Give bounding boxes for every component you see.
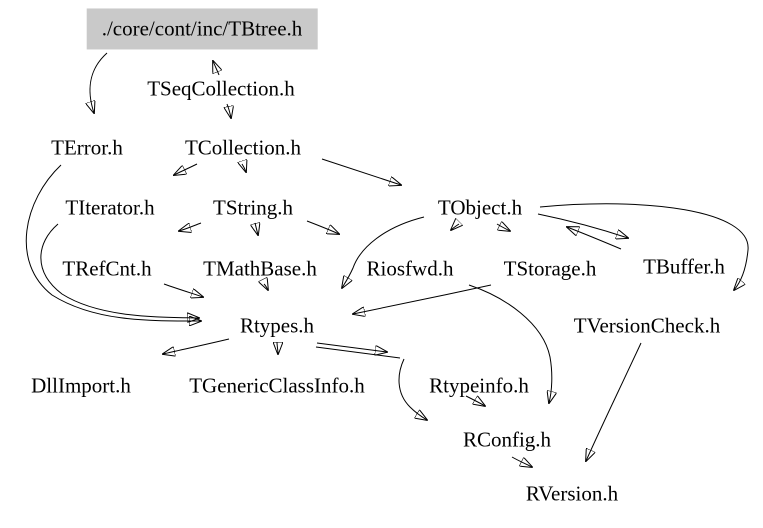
edge-riosfwd-to-rconfig — [468, 284, 552, 403]
node-rversion[interactable]: RVersion.h — [525, 481, 619, 506]
edge-tmathbase-to-rtypes — [264, 284, 268, 290]
node-rconfig[interactable]: RConfig.h — [462, 427, 552, 452]
node-rtypeinfo[interactable]: Rtypeinfo.h — [429, 373, 529, 398]
node-titerator[interactable]: TIterator.h — [65, 195, 155, 220]
edge-rtypes-to-dllimport — [163, 338, 230, 354]
edge-tcollection-to-tobject — [321, 158, 401, 185]
edge-tversioncheck-to-rversion — [586, 342, 642, 461]
node-tmathbase[interactable]: TMathBase.h — [203, 256, 317, 281]
edge-titerator-to-rtypes — [40, 223, 199, 318]
edge-tstorage-to-rtypes — [353, 284, 492, 314]
node-tbuffer[interactable]: TBuffer.h — [643, 254, 725, 279]
edge-tseqcollection-to-tcollection — [227, 103, 231, 118]
edge-rtypes-to-rconfig-segment-a — [315, 346, 401, 359]
node-tstring[interactable]: TString.h — [213, 195, 293, 220]
node-terror[interactable]: TError.h — [51, 135, 123, 160]
node-tobject[interactable]: TObject.h — [437, 195, 523, 220]
node-tbtree[interactable]: ./core/cont/inc/TBtree.h — [86, 8, 318, 50]
edge-rconfig-to-rversion — [511, 456, 532, 467]
edge-tobject-to-rtypes — [342, 216, 425, 288]
edge-tstring-to-riosfwd — [306, 220, 339, 234]
node-riosfwd[interactable]: Riosfwd.h — [366, 256, 454, 281]
edge-tstring-to-trefcnt — [179, 222, 202, 231]
edge-rtypes-to-rconfig-segment-b — [465, 396, 485, 406]
node-tgenericclassinfo[interactable]: TGenericClassInfo.h — [189, 373, 365, 398]
edge-tcollection-to-tstring — [242, 164, 246, 172]
edge-tcollection-to-titerator — [174, 163, 198, 175]
edge-tobject-to-tbuffer — [537, 213, 628, 238]
node-tstorage[interactable]: TStorage.h — [503, 256, 597, 281]
node-trefcnt[interactable]: TRefCnt.h — [62, 256, 152, 281]
edge-tbuffer-to-tobject — [567, 227, 622, 250]
node-tseqcollection[interactable]: TSeqCollection.h — [147, 76, 295, 101]
edge-tobject-to-tversioncheck — [539, 203, 749, 290]
node-tcollection[interactable]: TCollection.h — [184, 135, 302, 160]
edge-trefcnt-to-rtypes — [163, 283, 203, 297]
node-tversioncheck[interactable]: TVersionCheck.h — [573, 313, 721, 338]
edge-tbtree-to-terror — [90, 52, 108, 113]
node-dllimport[interactable]: DllImport.h — [31, 373, 131, 398]
edge-tobject-to-tstorage — [496, 224, 510, 231]
edge-rtypes-to-tgenericclassinfo — [277, 341, 278, 354]
edge-terror-to-rtypes — [25, 164, 201, 321]
edge-tobject-to-riosfwd — [451, 224, 459, 230]
edge-rtypeinfo-to-rconfig — [398, 358, 427, 420]
edge-tstring-to-tmathbase — [255, 223, 258, 235]
node-rtypes[interactable]: Rtypes.h — [239, 313, 315, 338]
edge-rtypes-to-rtypeinfo — [316, 342, 387, 352]
edge-tseqcollection-to-tbtree — [213, 61, 219, 76]
